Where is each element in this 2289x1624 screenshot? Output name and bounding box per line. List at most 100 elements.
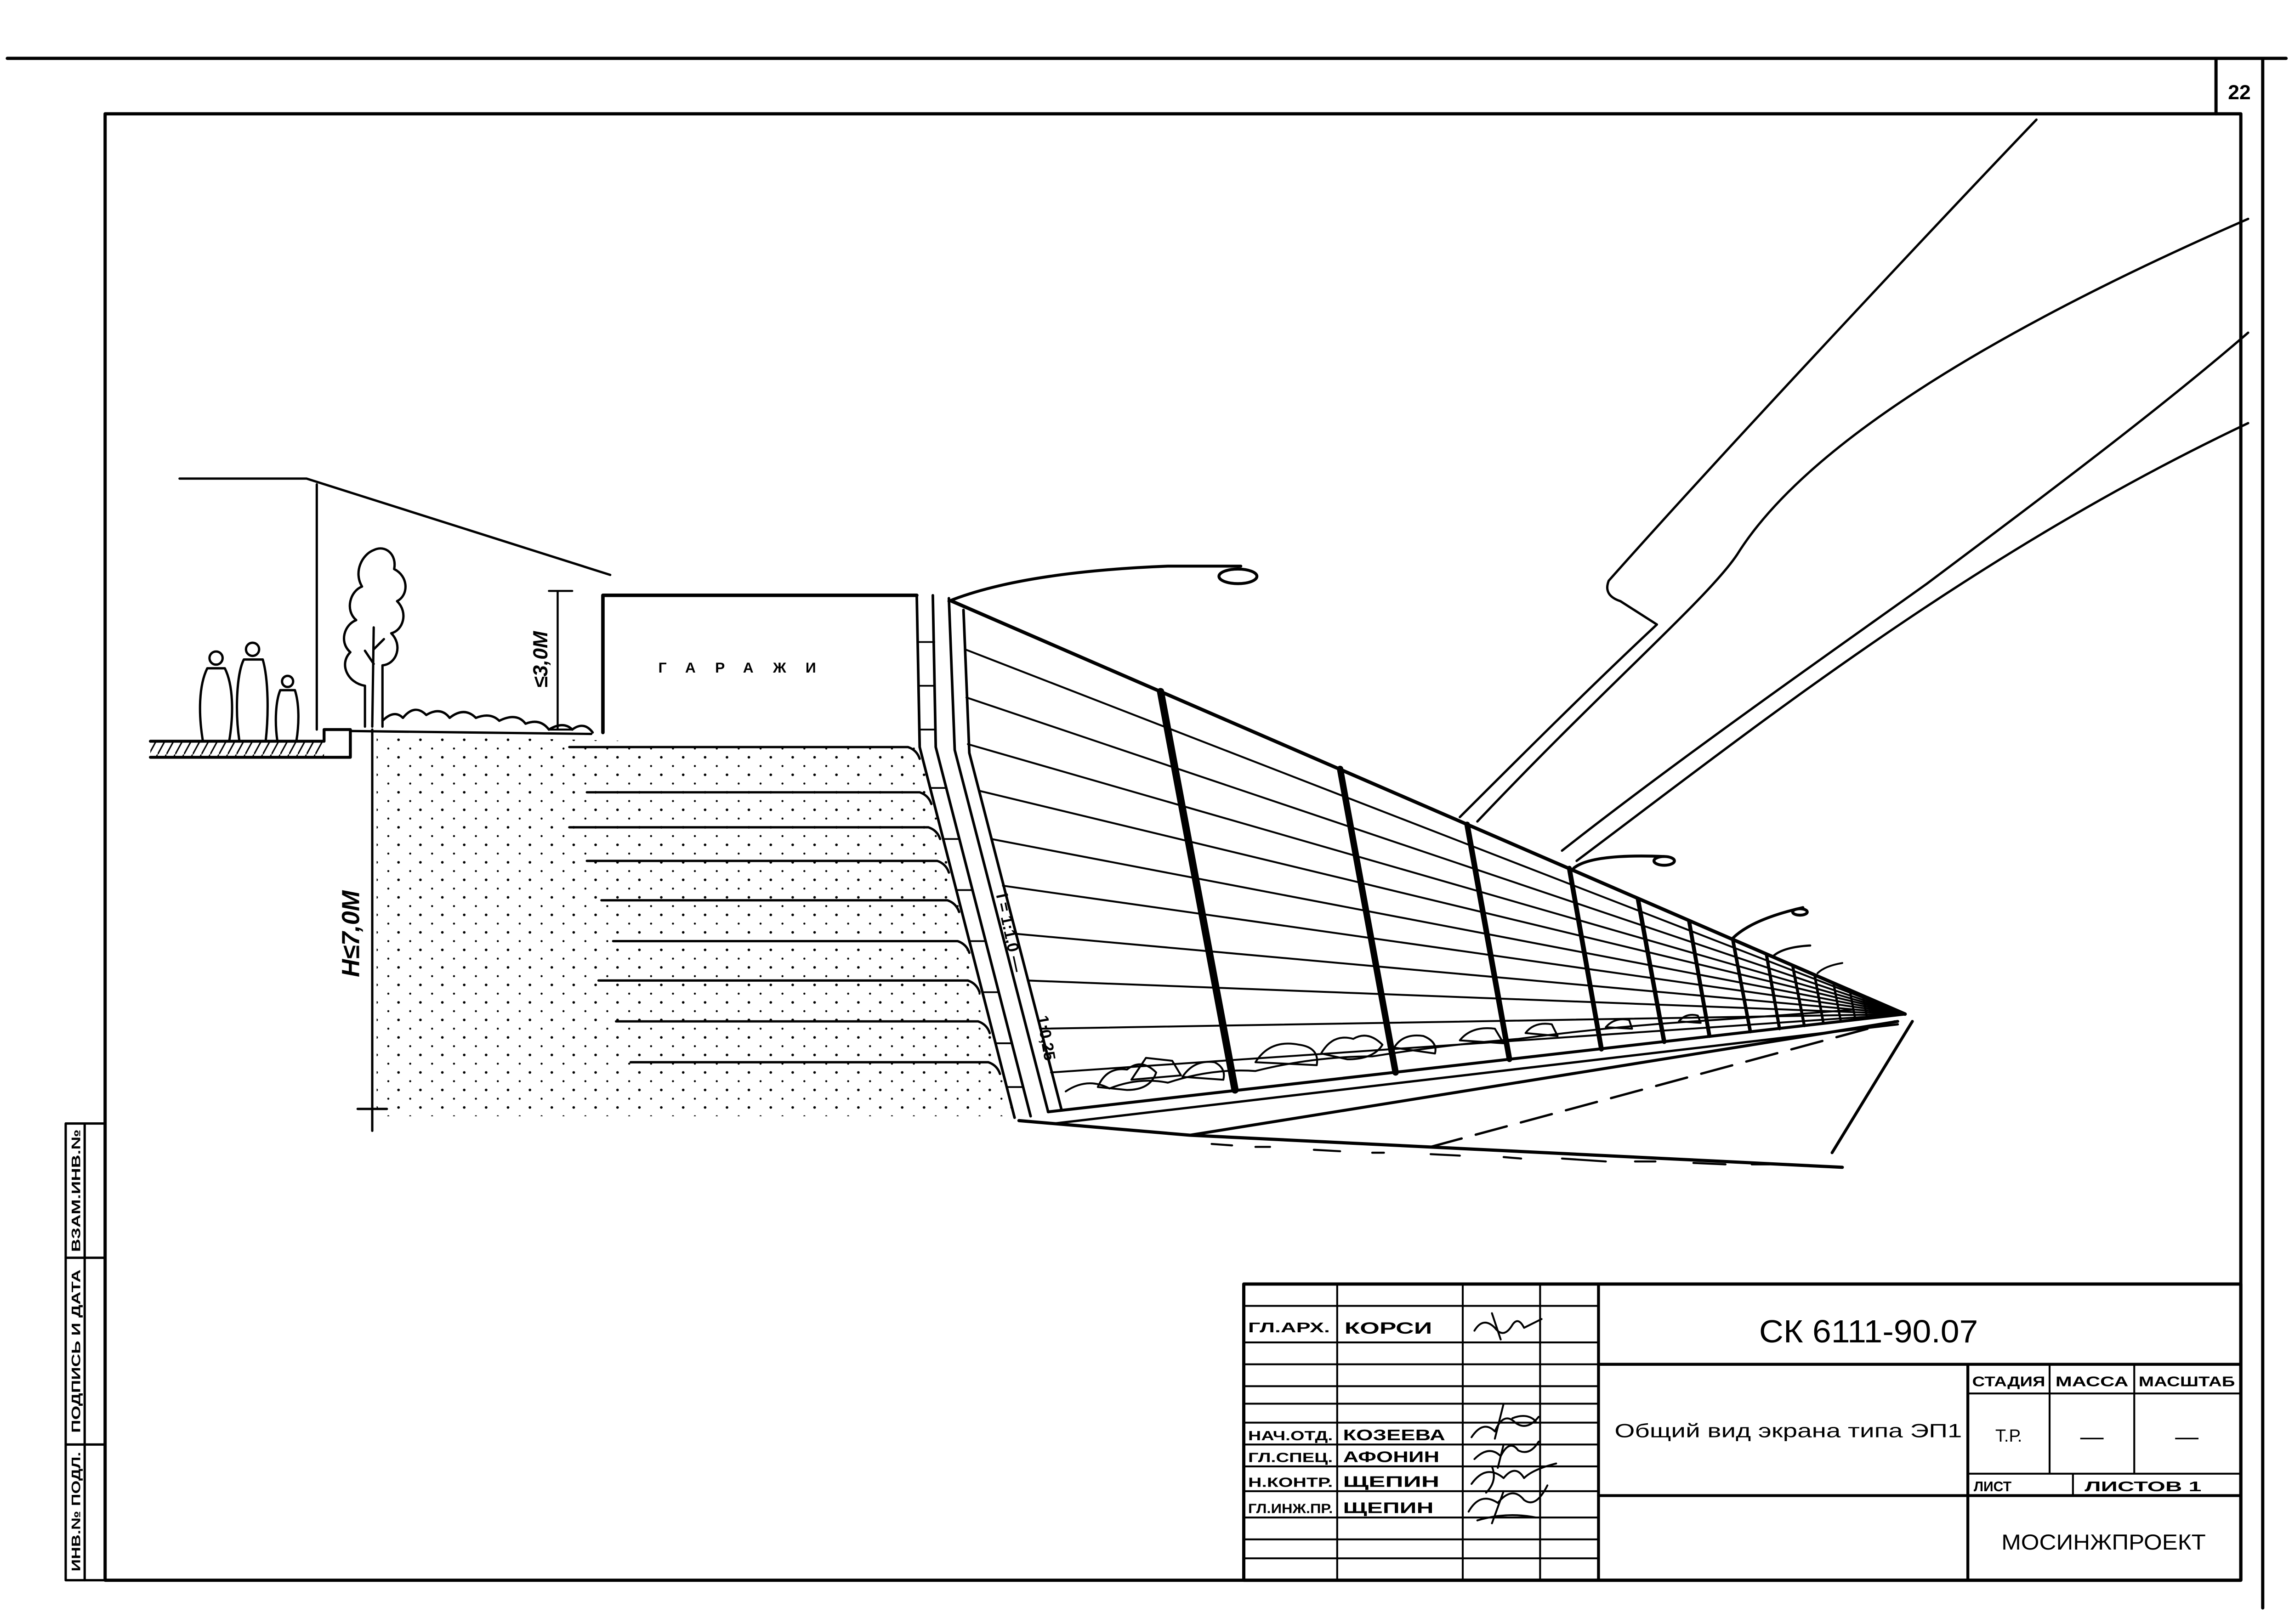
tree-crown <box>343 547 407 728</box>
screen-post <box>1731 938 1752 1034</box>
rubble-stone <box>1459 1027 1505 1044</box>
terrace-line <box>629 1061 1001 1075</box>
garage <box>548 590 919 735</box>
curb-line <box>1053 1023 1899 1125</box>
title-block-grid <box>1242 1282 2243 1582</box>
handwritten-signatures <box>1467 1312 1557 1524</box>
sidewalk-slab <box>149 728 352 759</box>
stage-cells <box>1967 1363 2242 1497</box>
retaining-wall-face <box>932 594 1032 1118</box>
scale-header: МАСШТАБ <box>2139 1374 2235 1389</box>
terrace-line <box>597 979 981 994</box>
ground-base-line <box>1017 1119 1844 1169</box>
overpass-lines <box>1459 118 2249 862</box>
rubble-line <box>1064 1008 1855 1092</box>
road-far-edge <box>1830 1020 1914 1154</box>
role-chief-project-engineer: ГЛ.ИНЖ.ПР. <box>1248 1502 1333 1516</box>
screen-panel-lines <box>964 648 1906 1074</box>
screen-post <box>1862 994 1869 1020</box>
rubble-stone <box>1524 1023 1559 1037</box>
name-chief-specialist: АФОНИН <box>1343 1449 1440 1466</box>
person-head <box>281 674 295 688</box>
road-center-dashed-line <box>1429 1020 1896 1148</box>
screen-panel-line <box>978 790 1906 1015</box>
garage-height-dimension: ≤3,0М <box>529 631 552 688</box>
canopy-line <box>178 477 612 576</box>
person-figure <box>274 689 300 742</box>
screen-top-edge <box>950 599 1907 1016</box>
signature <box>1473 1312 1543 1341</box>
screen-panel-line <box>1015 933 1906 1015</box>
sidewalk-slab-hatch <box>150 741 324 758</box>
rubble-stone <box>1678 1013 1702 1024</box>
name-chief-project-engineer: ЩЕПИН <box>1343 1500 1434 1517</box>
lamp-arm <box>947 565 1243 603</box>
screen-post <box>1157 688 1239 1094</box>
name-standards-control: ЩЕПИН <box>1343 1473 1440 1490</box>
road-near-edge <box>1188 1020 1899 1137</box>
tree <box>343 547 407 728</box>
role-dept-head: НАЧ.ОТД. <box>1248 1429 1333 1443</box>
terrace-line <box>568 826 942 840</box>
side-strip-replacement-inv: ВЗАМ.ИНВ.№ <box>69 1129 83 1252</box>
retaining-wall-face <box>915 594 1016 1119</box>
slope-ratio-label: i = 1:1,0 — <box>993 892 1027 973</box>
sheet-title: Общий вид экрана типа ЭП1 <box>1614 1420 1962 1441</box>
overpass-edge <box>1561 331 2249 852</box>
terrace-line <box>615 1020 991 1035</box>
side-strip-signature-date: ПОДПИСЬ И ДАТА <box>69 1269 83 1433</box>
sheet-frame <box>6 57 2288 1610</box>
screen-post <box>1832 982 1842 1023</box>
screen-post <box>1687 918 1712 1038</box>
lamp-head <box>1217 567 1259 585</box>
street-lamps <box>947 565 1844 974</box>
role-chief-specialist: ГЛ.СПЕЦ. <box>1248 1450 1333 1465</box>
screen-post <box>1791 964 1806 1027</box>
signature <box>1471 1462 1557 1494</box>
side-strip <box>64 1122 107 1582</box>
pedestrian-figures <box>199 641 300 742</box>
screen-panel-line <box>965 696 1906 1015</box>
overpass-edge <box>1575 422 2249 862</box>
side-strip-original-inv: ИНВ.№ ПОДЛ. <box>69 1452 83 1571</box>
person-figure <box>199 667 233 742</box>
title-block-border <box>1242 1282 2243 1582</box>
ground-base-texture <box>1210 1143 1771 1166</box>
screen-post <box>1636 896 1667 1044</box>
rubble-at-base <box>1064 1008 1855 1092</box>
role-standards-control: Н.КОНТР. <box>1248 1475 1333 1490</box>
person-head <box>208 650 224 666</box>
terrace-line <box>612 940 971 954</box>
garage-outline <box>601 594 919 735</box>
garage-label: ГАРАЖИ <box>659 659 816 676</box>
lamp-arm <box>1772 944 1812 957</box>
screen-bottom-edge <box>1046 1013 1907 1114</box>
name-dept-head: КОЗЕЕВА <box>1343 1427 1445 1444</box>
stage-header: СТАДИЯ <box>1972 1374 2045 1389</box>
lamp-arm <box>1572 854 1666 870</box>
screen-panel-line <box>967 743 1906 1015</box>
sheet-number-label: ЛИСТ <box>1974 1479 2012 1494</box>
retaining-wall <box>915 594 1063 1119</box>
noise-screen <box>950 599 1907 1114</box>
rubble-stone <box>1393 1035 1437 1055</box>
mass-value: — <box>2080 1423 2104 1449</box>
wall-height-dimension: H≤7,0М <box>337 890 364 977</box>
signature <box>1473 1440 1540 1469</box>
title-block-columns <box>1336 1283 1541 1581</box>
person-figure <box>236 658 269 742</box>
screen-panel-line <box>990 838 1906 1015</box>
screen-panel-line <box>1027 979 1906 1015</box>
rubble-stone <box>1181 1061 1225 1081</box>
rubble-stone <box>1130 1057 1182 1081</box>
terrace-line <box>568 746 921 760</box>
rubble-stone <box>1605 1018 1633 1030</box>
ground-surface <box>349 730 593 736</box>
overpass-edge <box>1476 217 2249 823</box>
screen-post <box>1874 1000 1880 1018</box>
screen-post <box>1464 821 1512 1062</box>
rubble-stone <box>1254 1042 1318 1066</box>
rubble-stone <box>1096 1063 1157 1091</box>
retaining-wall-face <box>947 597 1050 1114</box>
